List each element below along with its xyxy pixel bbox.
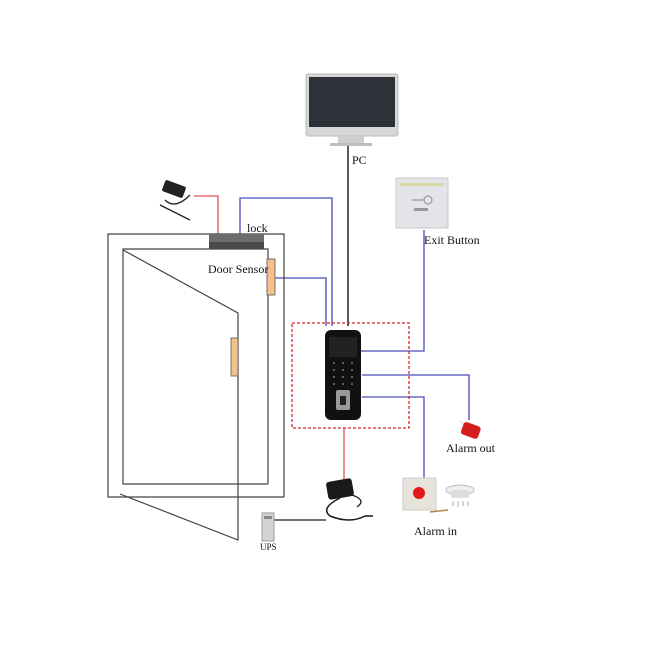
door-sensor-wire [275,277,327,326]
lock-power-adapter-icon [159,180,191,221]
pc-label: PC [352,153,367,167]
alarm-in-label: Alarm in [414,524,457,538]
exit-button-wire [361,230,425,352]
ups-icon [261,512,275,542]
alarm-in-wire [362,396,425,480]
smoke-detector-icon [445,484,475,507]
reader-power-adapter-icon [325,478,373,521]
door-frame [107,233,285,541]
magnetic-lock [209,234,264,249]
pc-monitor-icon [305,73,399,146]
door-sensor-label: Door Sensor [208,262,269,276]
lock-signal-wire [239,197,333,326]
alarm-out-siren-icon [459,420,481,439]
door-sensor [266,258,276,296]
access-control-reader[interactable] [325,330,361,420]
lock-label: lock [247,221,268,235]
lock-power-wire [194,195,219,234]
door-handle-sensor [230,337,239,377]
alarm-in-panic-button-icon [402,477,449,513]
alarm-out-label: Alarm out [446,441,495,455]
exit-button-label: Exit Button [424,233,480,247]
ups-label: UPS [260,542,277,552]
exit-button-icon [395,177,449,229]
door-panel [119,249,239,541]
alarm-out-wire [362,374,470,420]
controller-area [291,322,410,429]
